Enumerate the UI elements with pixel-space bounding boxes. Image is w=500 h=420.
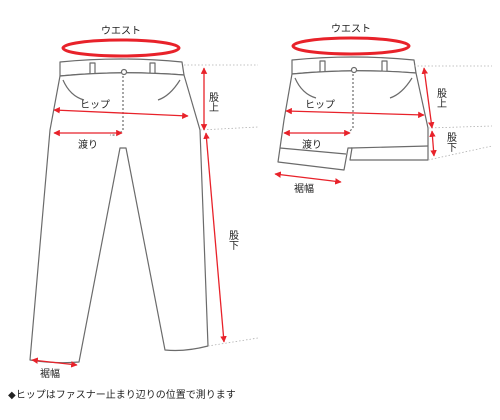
long-waist-label: ウエスト xyxy=(101,25,141,37)
short-hem-line xyxy=(274,171,342,185)
short-crotch-up-label: 股上 xyxy=(435,88,447,108)
long-hem-line xyxy=(31,357,78,368)
long-waist-ellipse xyxy=(61,38,181,58)
long-crotch-up-label: 股上 xyxy=(207,92,219,112)
long-hip-line xyxy=(53,107,189,119)
short-crotch-down-line xyxy=(429,130,437,157)
short-crotch-up-line xyxy=(421,67,435,129)
long-pants xyxy=(29,58,209,364)
short-waist-label: ウエスト xyxy=(331,23,371,35)
short-hem-label: 裾幅 xyxy=(294,182,314,195)
short-hip-line xyxy=(285,107,425,119)
short-hip-label: ヒップ xyxy=(305,99,335,111)
shorts xyxy=(277,56,429,171)
long-hem-label: 裾幅 xyxy=(40,367,60,380)
shorts-body xyxy=(277,70,429,171)
long-crotch-down-label: 股下 xyxy=(227,230,239,251)
long-hip-label: ヒップ xyxy=(80,99,110,111)
measurement-lines xyxy=(31,36,437,368)
short-crotch-down-label: 股下 xyxy=(445,132,457,153)
long-rise-label: 渡り xyxy=(78,138,98,151)
short-waist-ellipse xyxy=(291,36,411,56)
guide-lines xyxy=(184,64,493,347)
short-rise-label: 渡り xyxy=(302,138,322,151)
long-crotch-down-line xyxy=(203,132,227,343)
footnote: ◆ヒップはファスナー止まり辺りの位置で測ります xyxy=(8,390,236,401)
